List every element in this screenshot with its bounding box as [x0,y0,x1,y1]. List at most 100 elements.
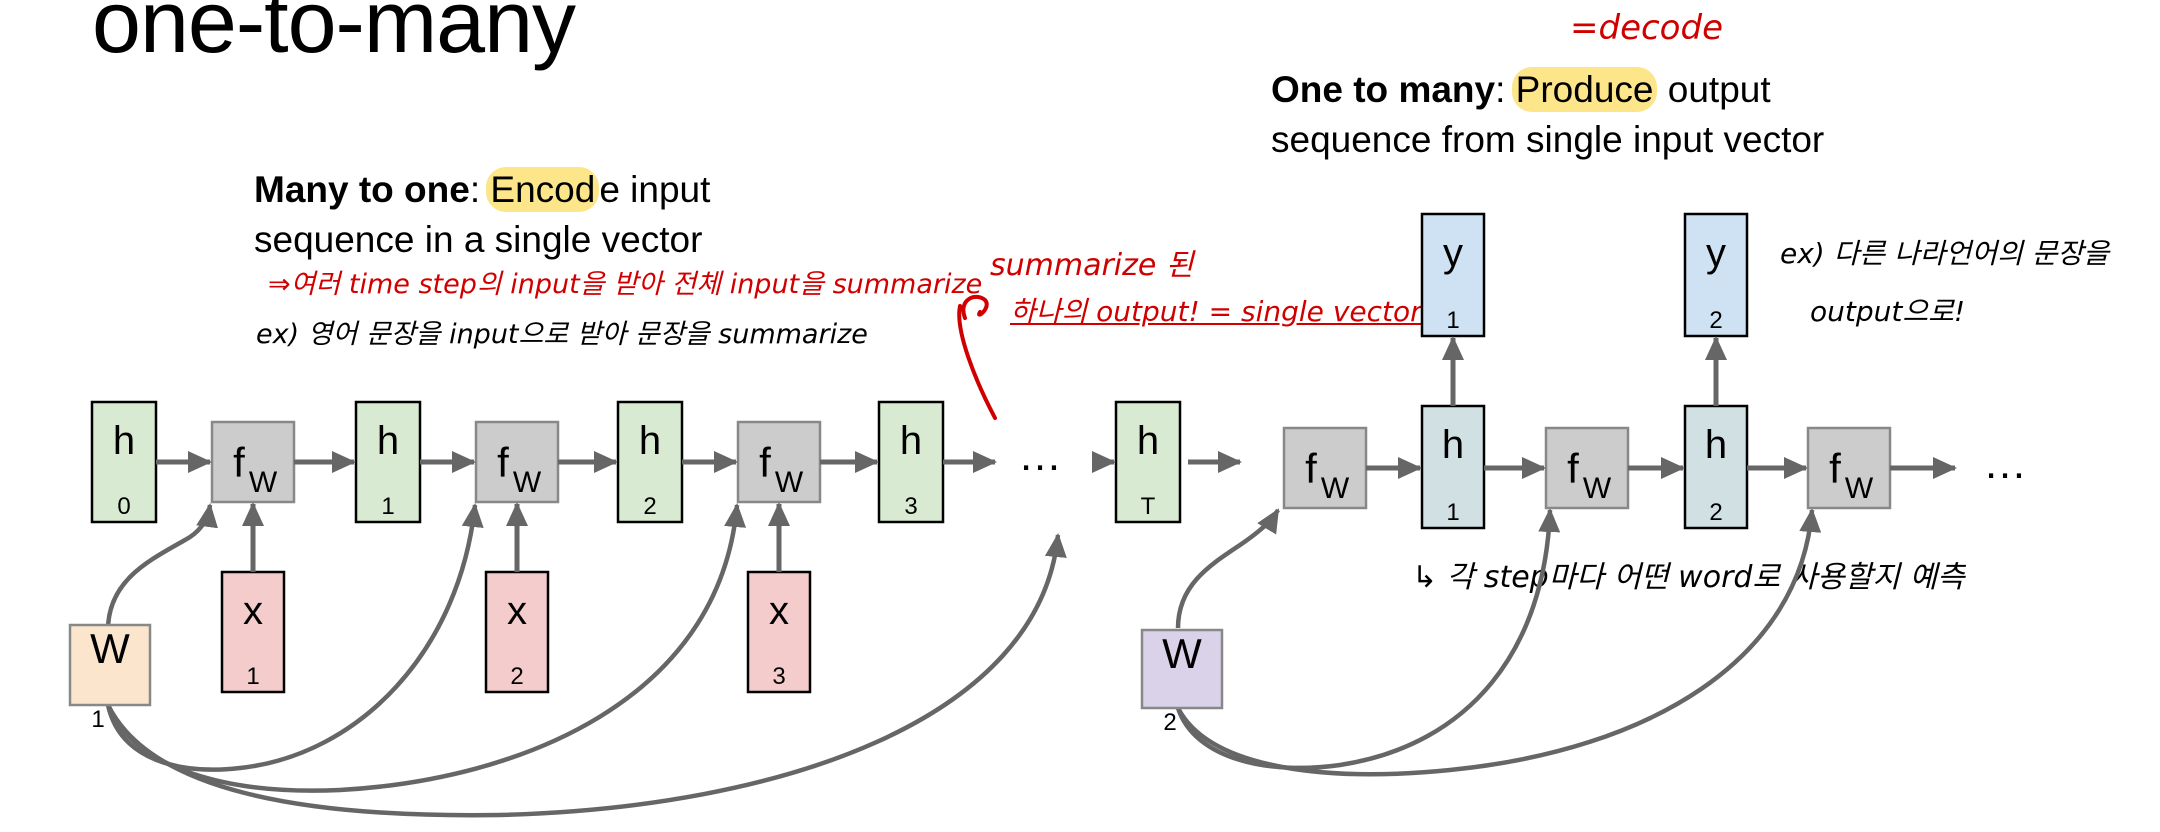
encoder-hidden-T: hT [1114,400,1182,524]
encoder-summary-note: ⇒여러 time step의 input을 받아 전체 input을 summa… [268,269,983,300]
one-to-many-term: One to many [1271,69,1496,110]
w1-to-fw2-curve [105,503,484,772]
decoder-output-2: y2 [1683,212,1749,338]
encoder-hidden-1-symbol: h [377,419,399,463]
encoder-hidden-3-subscript: 3 [904,493,917,520]
encoder-function-2-rect [474,420,560,504]
decoder-output-1-subscript: 1 [1446,307,1459,334]
w2-to-fw3-curve [1176,508,1822,777]
encoder-hidden-2-symbol: h [639,419,661,463]
encoder-example-note: ex) 영어 문장을 input으로 받아 문장을 summarize [256,319,868,350]
decoder-example-line1: ex) 다른 나라언어의 문장을 [1780,237,2110,270]
decoder-example-line2: output으로! [1810,295,1966,328]
encoder-input-2-subscript: 2 [510,663,523,690]
summarized-note-line1: summarize 된 [990,248,1194,283]
decoder-output-2-symbol: y [1706,231,1726,275]
encoder-function-3-rect [736,420,822,504]
encoder-hidden-T-subscript: T [1141,493,1156,520]
encoder-hidden-2-subscript: 2 [643,493,656,520]
encoder-function-3-symbol: f [759,439,771,486]
encoder-weight-w1-subscript: 1 [91,706,104,733]
decoder-hidden-2-subscript: 2 [1709,499,1722,526]
encoder-hidden-3: h3 [877,400,945,524]
encoder-hidden-1-rect [354,400,422,524]
summarize-arrow-stroke [957,294,997,420]
slide-title: one-to-many [92,0,576,71]
encoder-function-1-subscript: W [249,466,278,499]
colon: : [469,169,481,210]
encoder-input-2: x2 [484,570,550,694]
decoder-hidden-1-subscript: 1 [1446,499,1459,526]
w2-to-fw1-curve [1175,508,1280,629]
encoder-input-2-symbol: x [507,589,527,633]
decoder-function-1-symbol: f [1305,445,1317,492]
encoder-input-1-subscript: 1 [246,663,259,690]
encoder-hidden-0-symbol: h [113,419,135,463]
decode-annotation: =decode [1570,8,1723,48]
encoder-function-1-rect [210,420,296,504]
encoder-hidden-0-rect [90,400,158,524]
encoder-function-2-symbol: f [497,439,509,486]
encoder-input-3: x3 [746,570,812,694]
w1-to-next-curve [105,533,1067,818]
w1-to-fw1-curve [105,503,218,631]
encoder-weight-w1-rect [68,623,152,707]
summarized-note-line2: 하나의 output! = single vector [1010,295,1422,328]
encode-highlight: Encod [486,167,600,212]
encoder-input-1: x1 [220,570,286,694]
encoder-hidden-T-rect [1114,400,1182,524]
decoder-ellipsis: … [1983,439,2027,488]
many-to-one-line2: sequence in a single vector [254,219,703,260]
decoder-function-2-symbol: f [1567,445,1579,492]
w1-to-fw3-curve [105,503,747,793]
encoder-input-1-rect [220,570,286,694]
one-to-many-line2: sequence from single input vector [1271,119,1825,160]
encoder-hidden-0-subscript: 0 [117,493,130,520]
decoder-function-3-symbol: f [1829,445,1841,492]
one-to-many-rest: output [1657,69,1771,110]
decoder-hidden-1-symbol: h [1442,423,1464,467]
encoder-ellipsis: … [1018,431,1062,480]
encoder-hidden-2-rect [616,400,684,524]
decoder-weight-connections [1175,508,1822,777]
decoder-weight-w2-subscript: 2 [1163,709,1176,736]
encoder-input-3-symbol: x [769,589,789,633]
decoder-hidden-2: h2 [1683,404,1749,530]
encoder-input-3-rect [746,570,812,694]
decoder-weight-w2-rect [1140,628,1224,710]
many-to-one-term: Many to one [254,169,470,210]
decoder-function-1-subscript: W [1321,472,1350,505]
encoder-function-1-symbol: f [233,439,245,486]
encoder-input-2-rect [484,570,550,694]
decoder-function-1-rect [1282,426,1368,510]
encoder-hidden-0: h0 [90,400,158,524]
encoder-input-3-subscript: 3 [772,663,785,690]
encoder-input-1-symbol: x [243,589,263,633]
encoder-weight-connections [105,503,1067,818]
one-to-many-line1: One to many: Produce output [1271,65,1824,115]
encoder-weight-w1-symbol: W [90,625,130,672]
encoder-hidden-1: h1 [354,400,422,524]
encoder-weight-w1: W1 [68,623,152,733]
decoder-hidden-2-symbol: h [1705,423,1727,467]
colon: : [1495,69,1506,110]
decoder-weight-w2: W2 [1140,628,1224,736]
encoder-hidden-2: h2 [616,400,684,524]
encoder-function-3-subscript: W [775,466,804,499]
decoder-function-2-subscript: W [1583,472,1612,505]
decoder-output-1-symbol: y [1443,231,1463,275]
decoder-hidden-1: h1 [1420,404,1486,530]
decoder-output-1: y1 [1420,212,1486,338]
decoder-function-3-subscript: W [1845,472,1874,505]
encoder-hidden-T-symbol: h [1137,419,1159,463]
decoder-weight-w2-symbol: W [1162,630,1202,677]
decoder-hidden-1-rect [1420,404,1486,530]
